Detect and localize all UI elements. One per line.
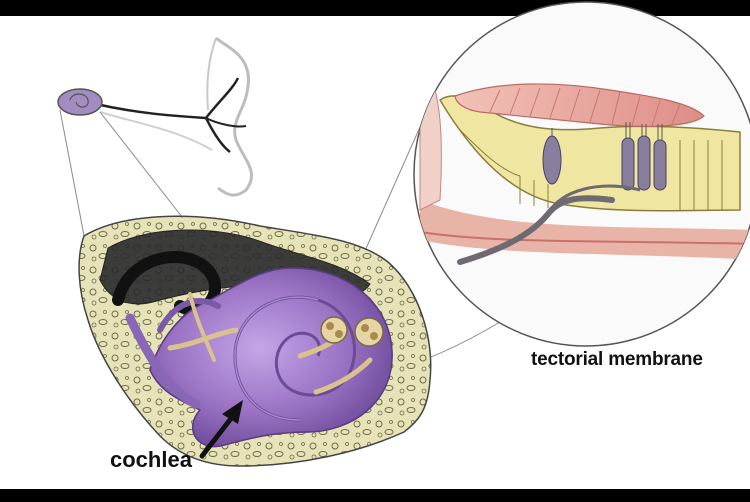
bottom-letterbox-bar: [0, 489, 750, 502]
outer-ear-sketch: [95, 36, 253, 197]
cochlea-label: cochlea: [110, 447, 192, 472]
cochlea-thumbnail: [57, 88, 103, 116]
magnified-organ-of-corti: [413, 1, 750, 347]
tectorial-membrane-label: tectorial membrane: [531, 349, 703, 370]
cochlea-spiral: [125, 267, 393, 448]
zoom-guide-lines: [59, 109, 501, 373]
